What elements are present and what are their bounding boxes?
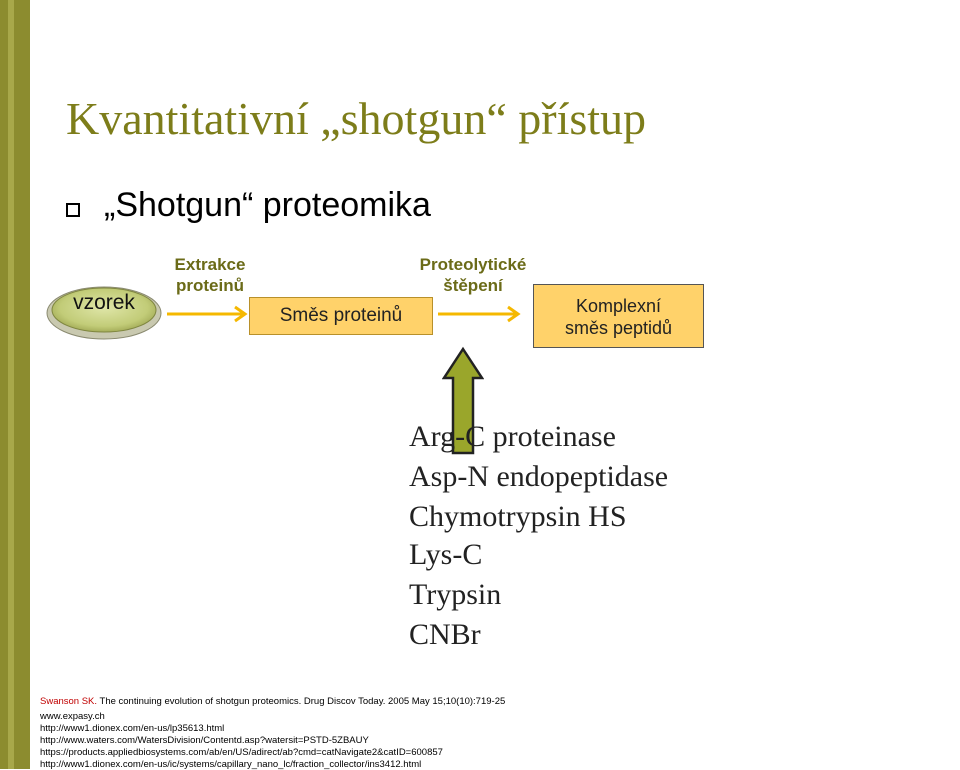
reference-link[interactable]: https://products.appliedbiosystems.com/a…	[40, 747, 443, 758]
sidebar-bar	[0, 0, 30, 769]
step-extraction-line1: Extrakce	[174, 255, 246, 274]
step-digestion-line1: Proteolytické	[419, 255, 527, 274]
enzyme-item: CNBr	[409, 618, 481, 651]
square-bullet-icon	[66, 203, 80, 217]
page-title: Kvantitativní „shotgun“ přístup	[66, 93, 647, 144]
reference-link[interactable]: www.expasy.ch	[40, 711, 105, 722]
up-arrow-icon	[442, 346, 484, 455]
step-digestion-line2: štěpení	[443, 276, 503, 295]
sidebar-stripe	[8, 0, 14, 769]
reference-text: The continuing evolution of shotgun prot…	[97, 696, 506, 707]
enzyme-item: Arg-C proteinase	[409, 420, 616, 453]
enzyme-item: Asp-N endopeptidase	[409, 460, 669, 493]
reference-link[interactable]: http://www.waters.com/WatersDivision/Con…	[40, 735, 369, 746]
arrow-right-icon	[438, 305, 521, 323]
reference-citation: Swanson SK. The continuing evolution of …	[40, 696, 505, 707]
step-extraction-line2: proteinů	[176, 276, 244, 295]
reference-author: Swanson SK.	[40, 696, 98, 707]
step-extraction-label: Extrakce proteinů	[164, 254, 256, 296]
peptide-mixture-line2: směs peptidů	[564, 318, 673, 338]
sample-label: vzorek	[73, 291, 135, 314]
step-digestion-label: Proteolytické štěpení	[400, 254, 546, 296]
reference-link[interactable]: http://www1.dionex.com/en-us/lp35613.htm…	[40, 723, 225, 734]
bullet-text: „Shotgun“ proteomika	[104, 186, 431, 224]
enzyme-item: Chymotrypsin HS	[409, 500, 627, 533]
enzyme-item: Lys-C	[409, 538, 483, 571]
enzyme-item: Trypsin	[409, 578, 502, 611]
reference-link[interactable]: http://www1.dionex.com/en-us/ic/systems/…	[40, 759, 422, 770]
peptide-mixture-line1: Komplexní	[575, 296, 662, 316]
peptide-mixture-box: Komplexní směs peptidů	[533, 284, 704, 348]
arrow-right-icon	[167, 305, 248, 323]
protein-mixture-box: Směs proteinů	[249, 297, 433, 335]
petri-dish-icon	[46, 286, 162, 340]
